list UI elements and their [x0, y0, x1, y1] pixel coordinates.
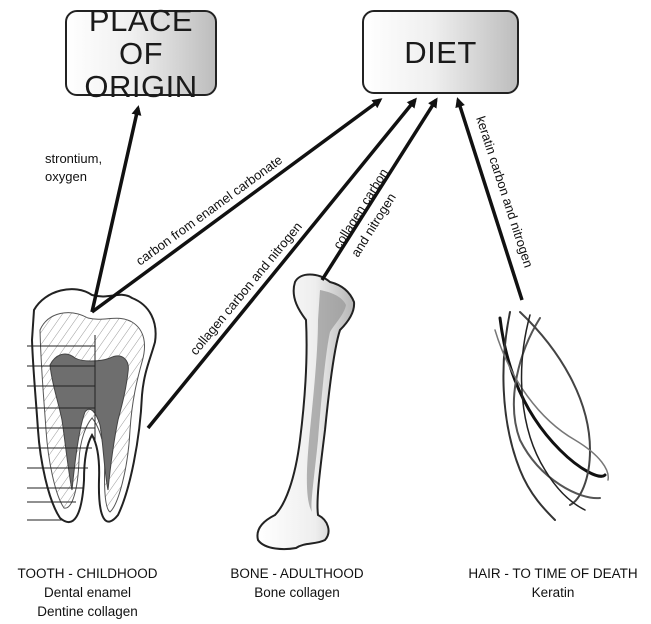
- arrow-enamel-to-diet: [92, 100, 380, 312]
- hair-caption-line-1: Keratin: [455, 583, 651, 602]
- femur-illustration: [257, 275, 354, 550]
- label-tooth-collagen: collagen carbon and nitrogen: [187, 219, 305, 358]
- hair-illustration: [495, 312, 608, 520]
- label-enamel-carbonate: carbon from enamel carbonate: [133, 152, 285, 268]
- arrow-dentine-to-diet: [148, 100, 415, 428]
- hair-caption: HAIR - TO TIME OF DEATH Keratin: [455, 564, 651, 602]
- tooth-illustration: [27, 289, 156, 522]
- tooth-caption-line-2: Dentine collagen: [0, 602, 175, 621]
- hair-caption-title: HAIR - TO TIME OF DEATH: [455, 564, 651, 583]
- tooth-caption-line-1: Dental enamel: [0, 583, 175, 602]
- label-oxygen: oxygen: [45, 169, 87, 184]
- bone-caption-title: BONE - ADULTHOOD: [212, 564, 382, 583]
- label-strontium: strontium,: [45, 151, 102, 166]
- bone-caption: BONE - ADULTHOOD Bone collagen: [212, 564, 382, 602]
- tooth-caption-title: TOOTH - CHILDHOOD: [0, 564, 175, 583]
- tooth-caption: TOOTH - CHILDHOOD Dental enamel Dentine …: [0, 564, 175, 621]
- bone-caption-line-1: Bone collagen: [212, 583, 382, 602]
